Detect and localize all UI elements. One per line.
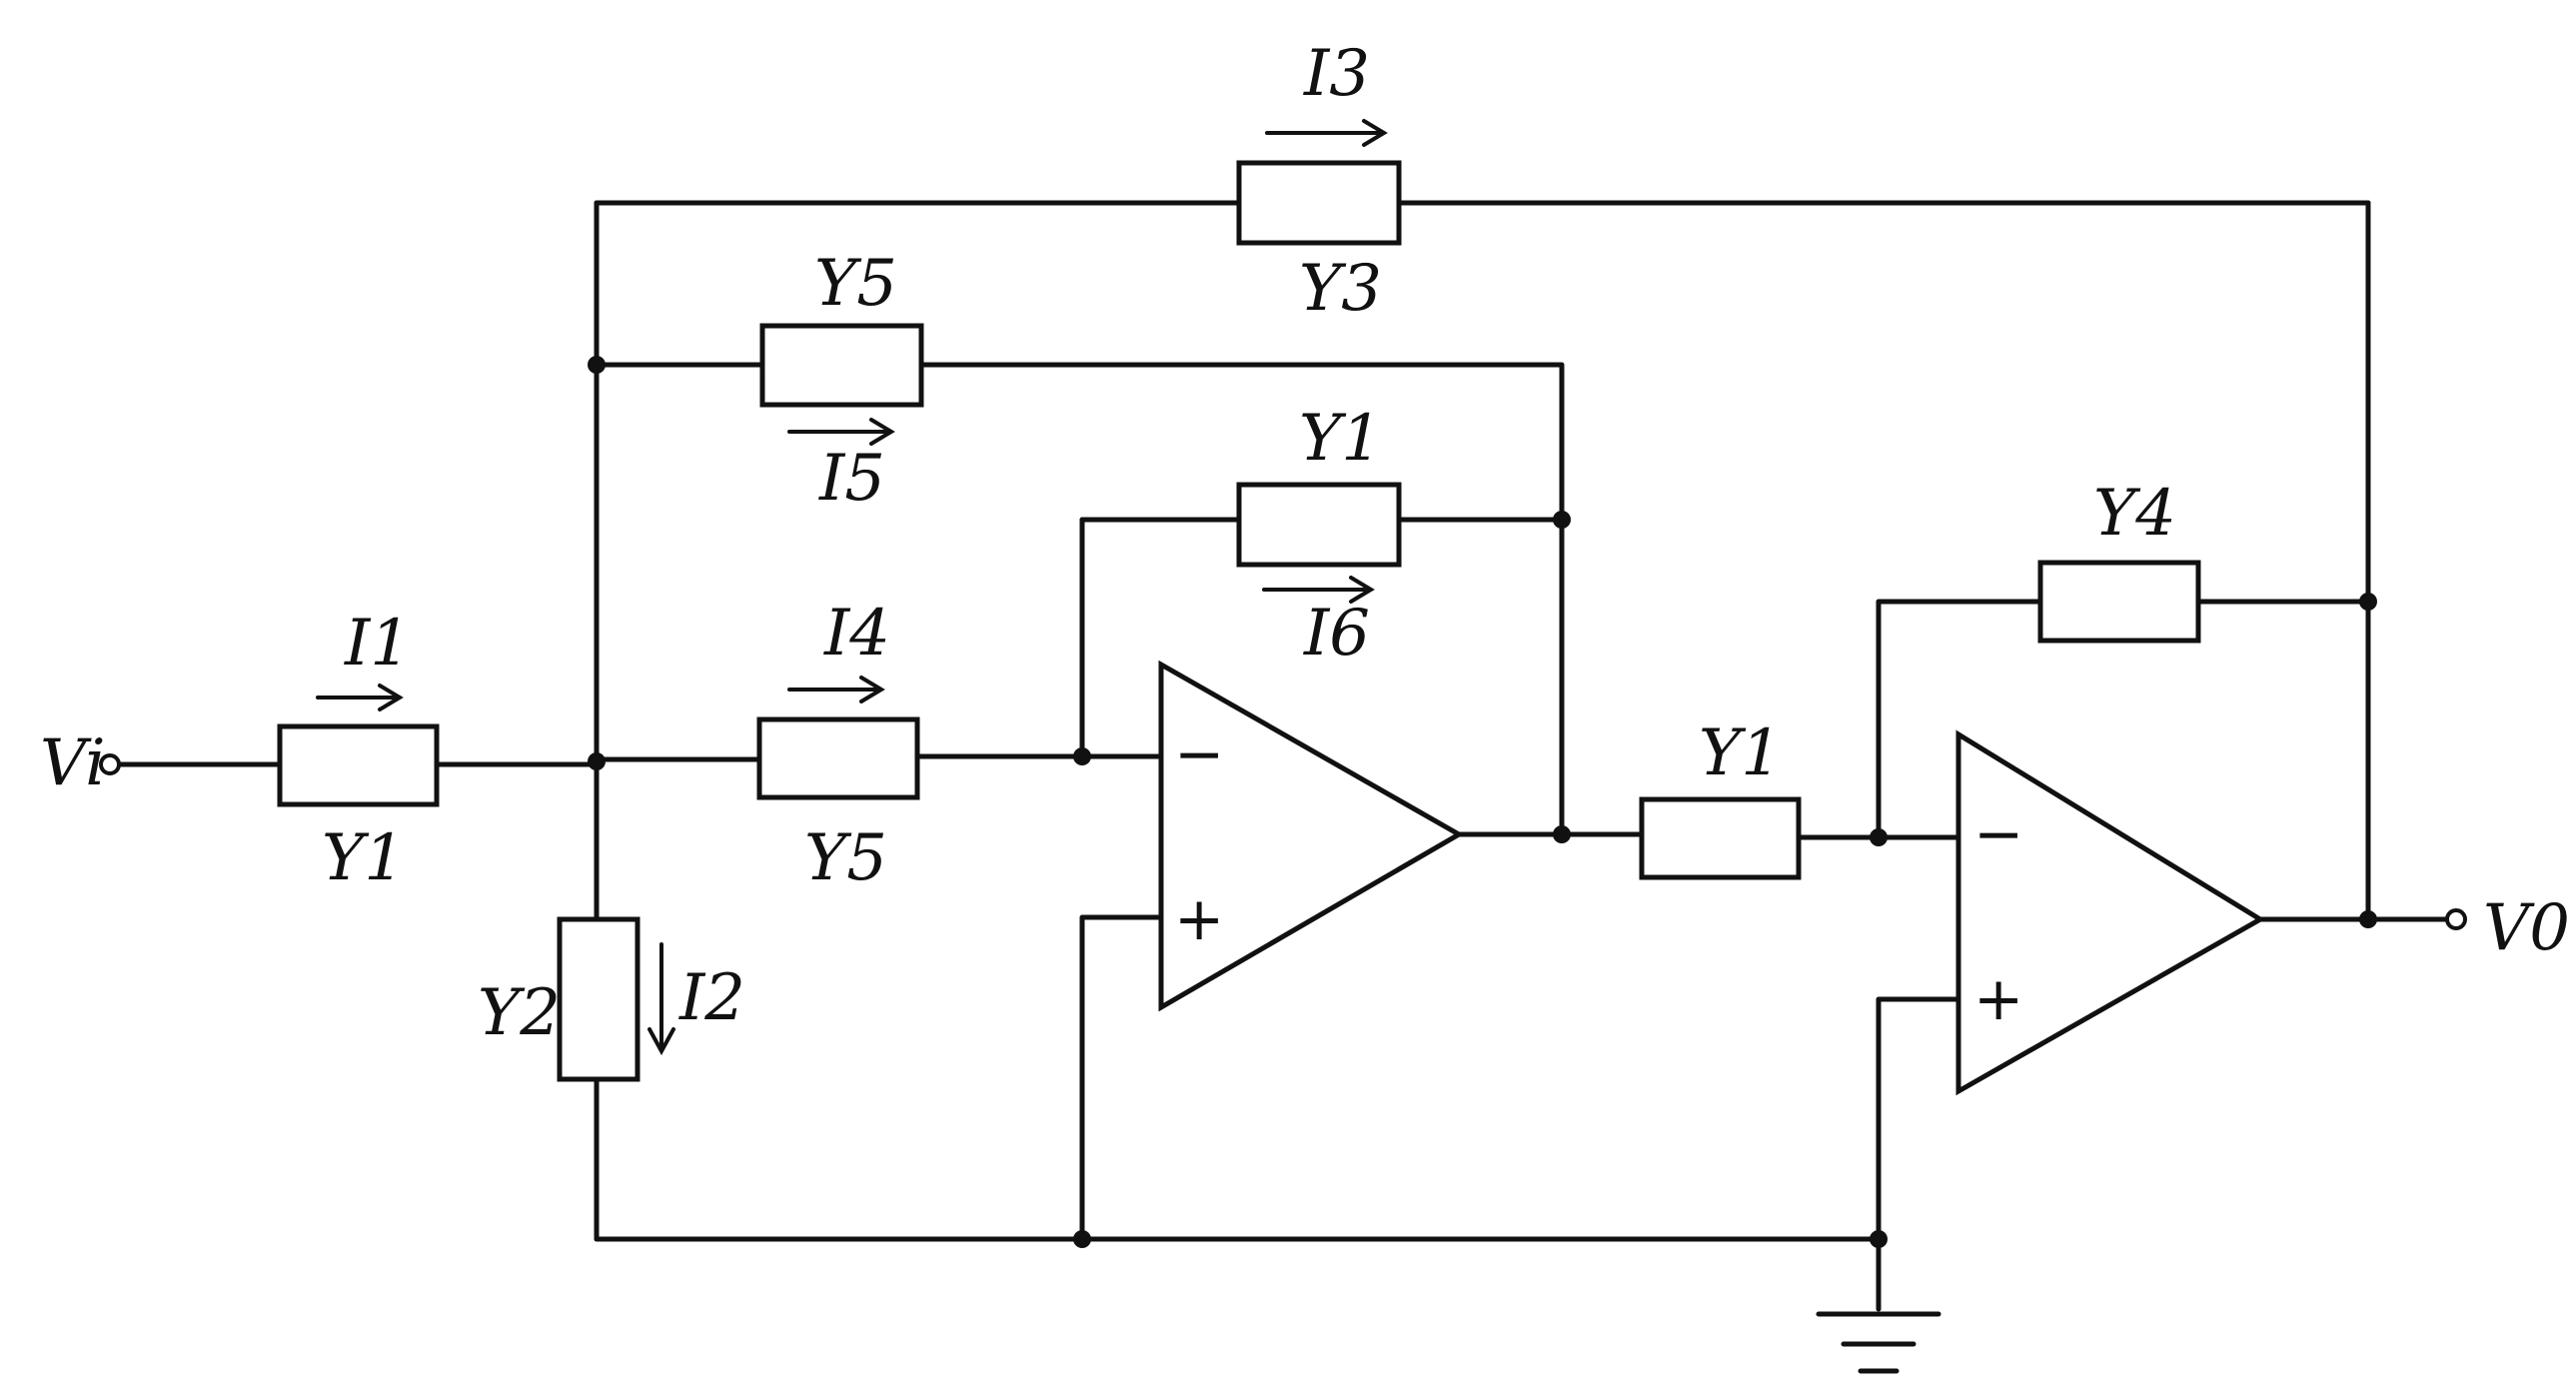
junction-dot	[2359, 910, 2377, 928]
junction-dot	[1073, 1230, 1091, 1248]
opamp-1: − +	[1158, 660, 1465, 1012]
arrow-right-icon	[787, 676, 885, 703]
label-y1-middle: Y1	[1699, 716, 1782, 790]
label-i1: I1	[344, 607, 411, 681]
admittance-y3-top	[1236, 160, 1402, 246]
label-y3-top: Y3	[1299, 252, 1382, 326]
admittance-y1-opamp1-feedback	[1236, 482, 1402, 568]
label-i6: I6	[1303, 597, 1370, 671]
junction-dot	[1870, 828, 1888, 846]
current-i6: I6	[1262, 576, 1375, 671]
arrow-down-icon	[647, 942, 675, 1056]
opamp-2: − +	[1955, 729, 2265, 1096]
label-y4-opamp2-feedback: Y4	[2093, 477, 2176, 551]
junction-dot	[1073, 747, 1091, 765]
junction-dot	[2359, 593, 2377, 611]
wire-oa2-inverting-node	[1876, 599, 2043, 840]
admittance-y2-shunt	[557, 916, 641, 1082]
admittance-y1-input	[277, 723, 440, 807]
admittance-y5-forward	[756, 716, 920, 800]
junction-dot	[1870, 1230, 1888, 1248]
opamp-1-plus-sign: +	[1174, 884, 1224, 954]
admittance-y4-opamp2-feedback	[2037, 560, 2201, 644]
label-y5-forward: Y5	[804, 821, 887, 895]
junction-dot	[588, 752, 606, 770]
junction-dots	[588, 356, 2377, 1248]
current-i4: I4	[787, 597, 890, 703]
junction-dot	[1553, 511, 1571, 529]
current-i5: I5	[787, 418, 895, 516]
input-terminal	[99, 753, 121, 775]
opamp-1-minus-sign: −	[1174, 719, 1224, 789]
arrow-right-icon	[1262, 576, 1375, 604]
current-i1: I1	[316, 607, 411, 711]
wire-oa2-noninv	[1876, 996, 1961, 1312]
opamp-2-plus-sign: +	[1973, 964, 2023, 1034]
current-i3: I3	[1265, 37, 1388, 147]
opamp-2-minus-sign: −	[1973, 799, 2023, 869]
label-i3: I3	[1303, 37, 1370, 111]
arrow-right-icon	[1265, 119, 1388, 147]
label-y5-feedback: Y5	[814, 247, 897, 321]
output-terminal-label: V0	[2483, 891, 2570, 965]
junction-dot	[588, 356, 606, 374]
current-i2: I2	[647, 942, 745, 1056]
label-i2: I2	[678, 961, 745, 1035]
label-y1-input: Y1	[322, 821, 405, 895]
admittance-y1-middle	[1639, 796, 1802, 880]
output-terminal	[2445, 908, 2467, 930]
wire-oa1-noninv	[1079, 914, 1164, 1242]
wire-y5fb-right	[918, 362, 1565, 837]
junction-dot	[1553, 825, 1571, 843]
label-y1-opamp1-feedback: Y1	[1299, 402, 1382, 476]
admittance-y5-feedback	[759, 323, 924, 408]
ground-icon	[1816, 1311, 1941, 1374]
arrow-right-icon	[787, 418, 895, 446]
arrow-right-icon	[316, 684, 404, 711]
label-i5: I5	[818, 442, 885, 516]
input-terminal-label: Vi	[40, 726, 106, 800]
label-y2-shunt: Y2	[478, 976, 561, 1050]
label-i4: I4	[823, 597, 890, 671]
